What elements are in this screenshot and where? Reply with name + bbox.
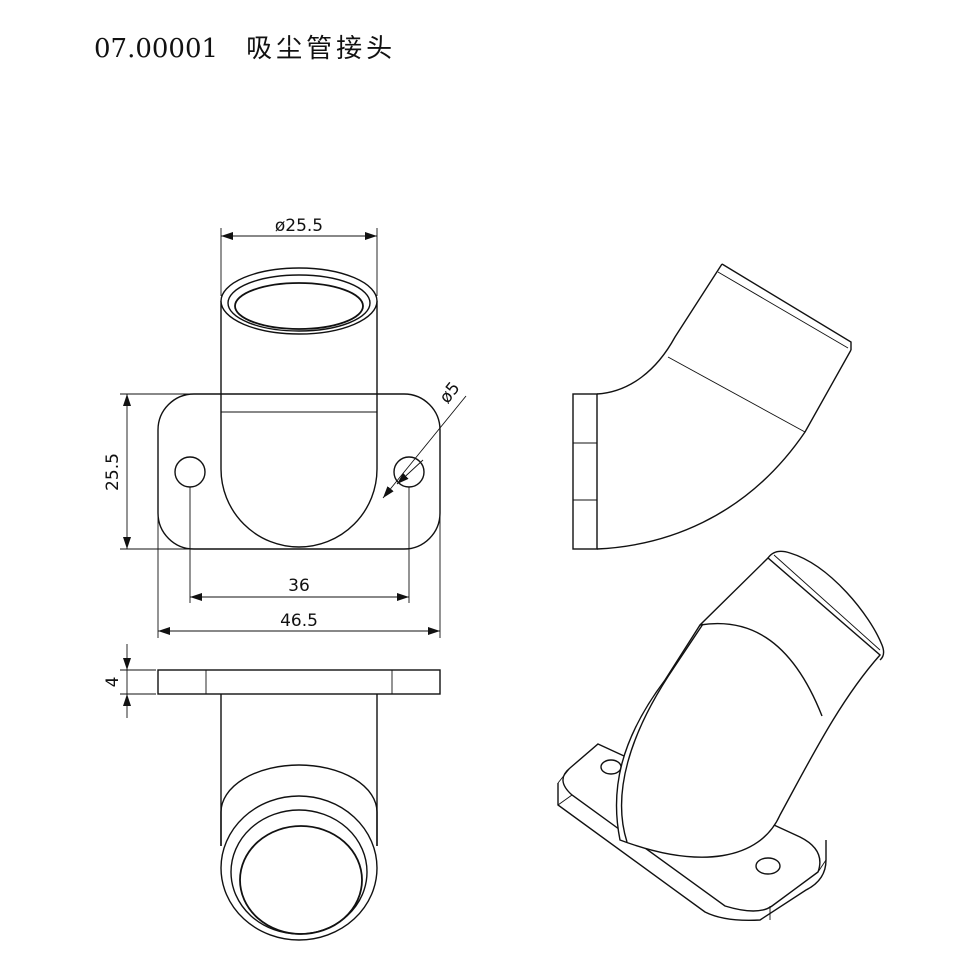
part-number: 07.00001: [94, 34, 219, 64]
top-view: [157, 267, 441, 550]
part-title: 吸尘管接头: [246, 34, 397, 64]
side-view-pipe-end: [721, 263, 852, 350]
iso-elbow-body: [615, 557, 881, 858]
iso-flange-side: [557, 783, 827, 922]
iso-flange-top: [562, 743, 821, 912]
iso-hole-right: [755, 857, 781, 875]
top-view-pipe-mid-ring: [227, 274, 371, 332]
side-view-flange: [572, 393, 598, 550]
dim-flange-thickness: 4: [103, 677, 123, 688]
dim-flange-height: 25.5: [103, 453, 123, 491]
front-view-pipe-inner-ring: [239, 825, 363, 935]
front-view-pipe-crest: [220, 764, 378, 846]
dim-line-hole-diameter: [382, 395, 467, 499]
front-view: [157, 669, 441, 941]
iso-hole-left: [600, 759, 622, 775]
top-view-hole-left: [174, 456, 206, 488]
top-view-flange: [157, 393, 441, 550]
side-view-elbow-inner: [596, 349, 852, 550]
top-view-pipe-body: [220, 301, 378, 548]
dim-flange-width: 46.5: [280, 611, 318, 631]
isometric-view: [557, 550, 885, 922]
page-header: 07.00001 吸尘管接头: [94, 28, 396, 65]
iso-pipe-end: [767, 550, 885, 661]
front-view-pipe-outer-ring: [220, 795, 378, 941]
dim-pipe-diameter: ø25.5: [275, 216, 323, 236]
top-view-pipe-inner-ring: [234, 282, 364, 330]
dimensions: ø25.5 25.5 36 46.5 ø5 4: [103, 216, 467, 718]
top-view-pipe-outer-ring: [220, 267, 378, 335]
dim-hole-spacing: 36: [288, 576, 310, 596]
side-view: [572, 263, 852, 550]
side-view-elbow-outer: [596, 263, 723, 395]
front-view-flange: [157, 669, 441, 695]
